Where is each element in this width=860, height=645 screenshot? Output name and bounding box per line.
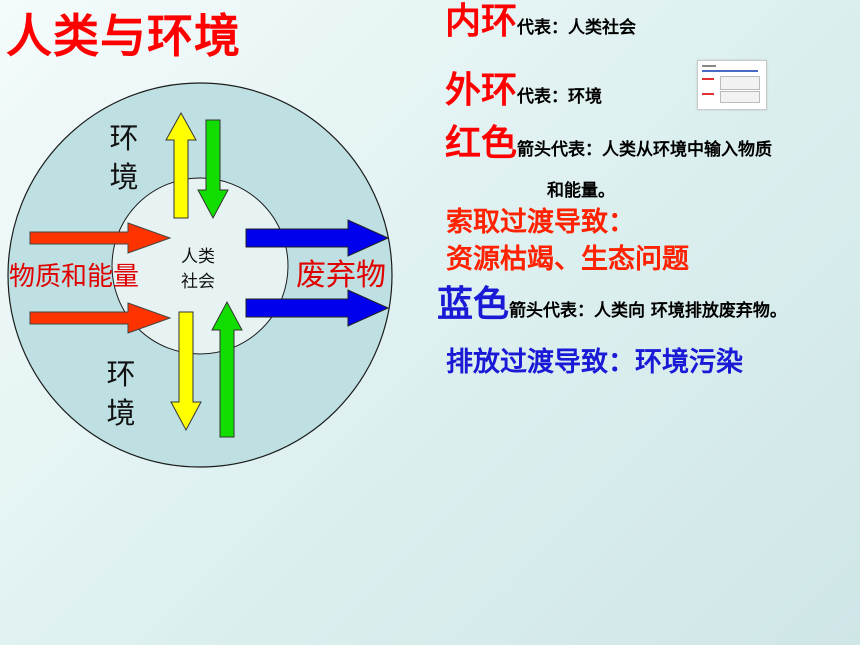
waste-label: 废弃物 bbox=[296, 258, 386, 293]
blue-cause: 排放过渡导致：环境污染 bbox=[446, 347, 743, 378]
legend-red-arrows-desc: 箭头代表：人类从环境中输入物质 bbox=[517, 140, 773, 160]
legend-inner-ring-desc: 代表：人类社会 bbox=[517, 18, 637, 38]
legend-blue-arrows-title: 蓝色 bbox=[437, 284, 510, 325]
legend-inner-ring: 内环代表：人类社会 bbox=[445, 0, 636, 44]
environment-label-top-char1: 环 bbox=[109, 121, 138, 155]
yellow-arrow-top bbox=[165, 111, 197, 219]
environment-label-top-char2: 境 bbox=[109, 160, 138, 194]
blue-arrow-upper bbox=[245, 219, 390, 257]
red-arrow-upper bbox=[29, 222, 172, 254]
legend-blue-arrows-desc: 箭头代表：人类向 环境排放废弃物。 bbox=[509, 301, 787, 321]
legend-outer-ring-title: 外环 bbox=[445, 70, 518, 111]
page-title: 人类与环境 bbox=[6, 9, 241, 63]
green-arrow-top bbox=[197, 119, 229, 220]
legend-red-arrows-title: 红色 bbox=[445, 123, 518, 164]
yellow-arrow-bottom bbox=[170, 311, 202, 432]
legend-outer-ring: 外环代表：环境 bbox=[445, 69, 602, 113]
blue-arrow-lower bbox=[245, 289, 390, 327]
inner-label-line1: 人类 bbox=[181, 247, 215, 267]
red-cause-line1: 索取过渡导致： bbox=[446, 207, 635, 238]
green-arrow-bottom bbox=[211, 300, 243, 438]
slide-thumbnail-image bbox=[697, 60, 767, 110]
environment-label-bottom-char1: 环 bbox=[106, 357, 135, 391]
red-arrow-lower bbox=[29, 302, 172, 334]
legend-red-arrows: 红色箭头代表：人类从环境中输入物质 bbox=[445, 122, 772, 166]
legend-inner-ring-title: 内环 bbox=[445, 1, 518, 42]
material-energy-label: 物质和能量 bbox=[9, 262, 139, 292]
inner-disc-human-society bbox=[111, 177, 289, 355]
legend-red-arrows-desc-cont: 和能量。 bbox=[547, 181, 615, 201]
legend-blue-arrows: 蓝色箭头代表：人类向 环境排放废弃物。 bbox=[437, 283, 787, 327]
inner-label-line2: 社会 bbox=[181, 272, 215, 292]
environment-label-bottom-char2: 境 bbox=[106, 396, 135, 430]
legend-outer-ring-desc: 代表：环境 bbox=[517, 87, 603, 107]
red-cause-line2: 资源枯竭、生态问题 bbox=[446, 244, 689, 275]
